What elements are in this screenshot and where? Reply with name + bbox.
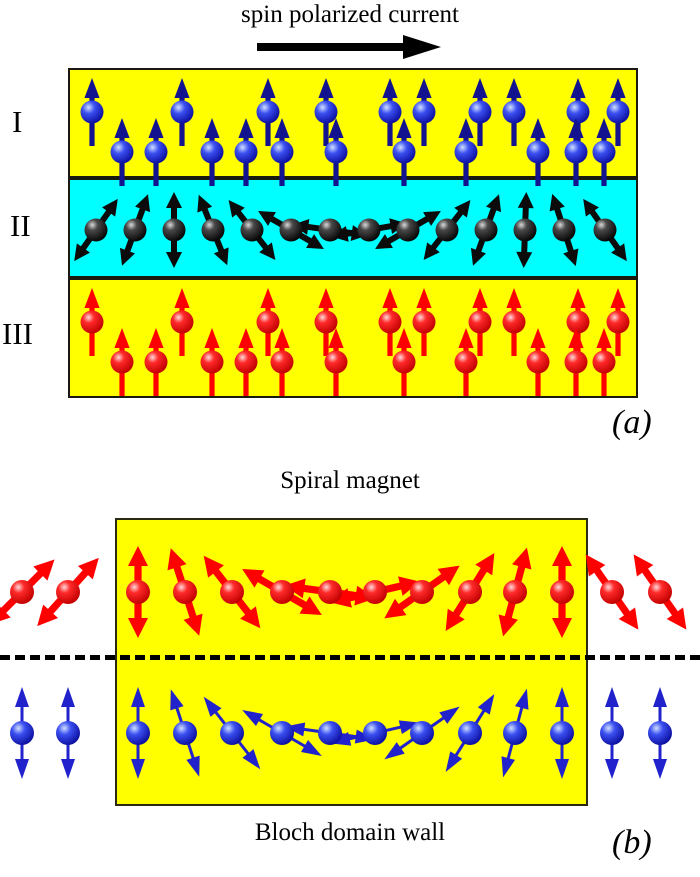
layer-III-box <box>68 278 638 398</box>
spin-row-bottom-blue <box>110 118 616 186</box>
spiral-magnet-spin-row <box>0 544 695 640</box>
panel-a-letter: (a) <box>612 404 652 441</box>
panel-b-title-bottom: Bloch domain wall <box>254 819 446 846</box>
layer-label-II: II <box>10 208 31 243</box>
spin-row-bottom-red <box>110 328 616 396</box>
domain-wall-separator <box>0 655 700 660</box>
panel-b: Spiral magnet <box>0 440 700 877</box>
current-direction-arrow <box>257 35 441 59</box>
spin-row-top-blue <box>80 78 630 146</box>
panel-a-title: spin polarized current <box>241 1 459 28</box>
panel-b-spins <box>0 544 695 780</box>
layer-label-I: I <box>12 104 23 139</box>
layer-II-spins <box>67 191 634 269</box>
bloch-domain-wall-spin-row <box>10 686 672 780</box>
panel-b-title-top: Spiral magnet <box>280 467 420 494</box>
spin-row-top-red <box>80 288 630 356</box>
panel-a-spins <box>67 78 634 396</box>
layer-I-spins <box>80 78 630 186</box>
layer-label-III: III <box>2 316 33 351</box>
layer-III-spins <box>80 288 630 396</box>
panel-a: spin polarized current I II III <box>2 1 652 441</box>
panel-b-letter: (b) <box>612 824 652 861</box>
